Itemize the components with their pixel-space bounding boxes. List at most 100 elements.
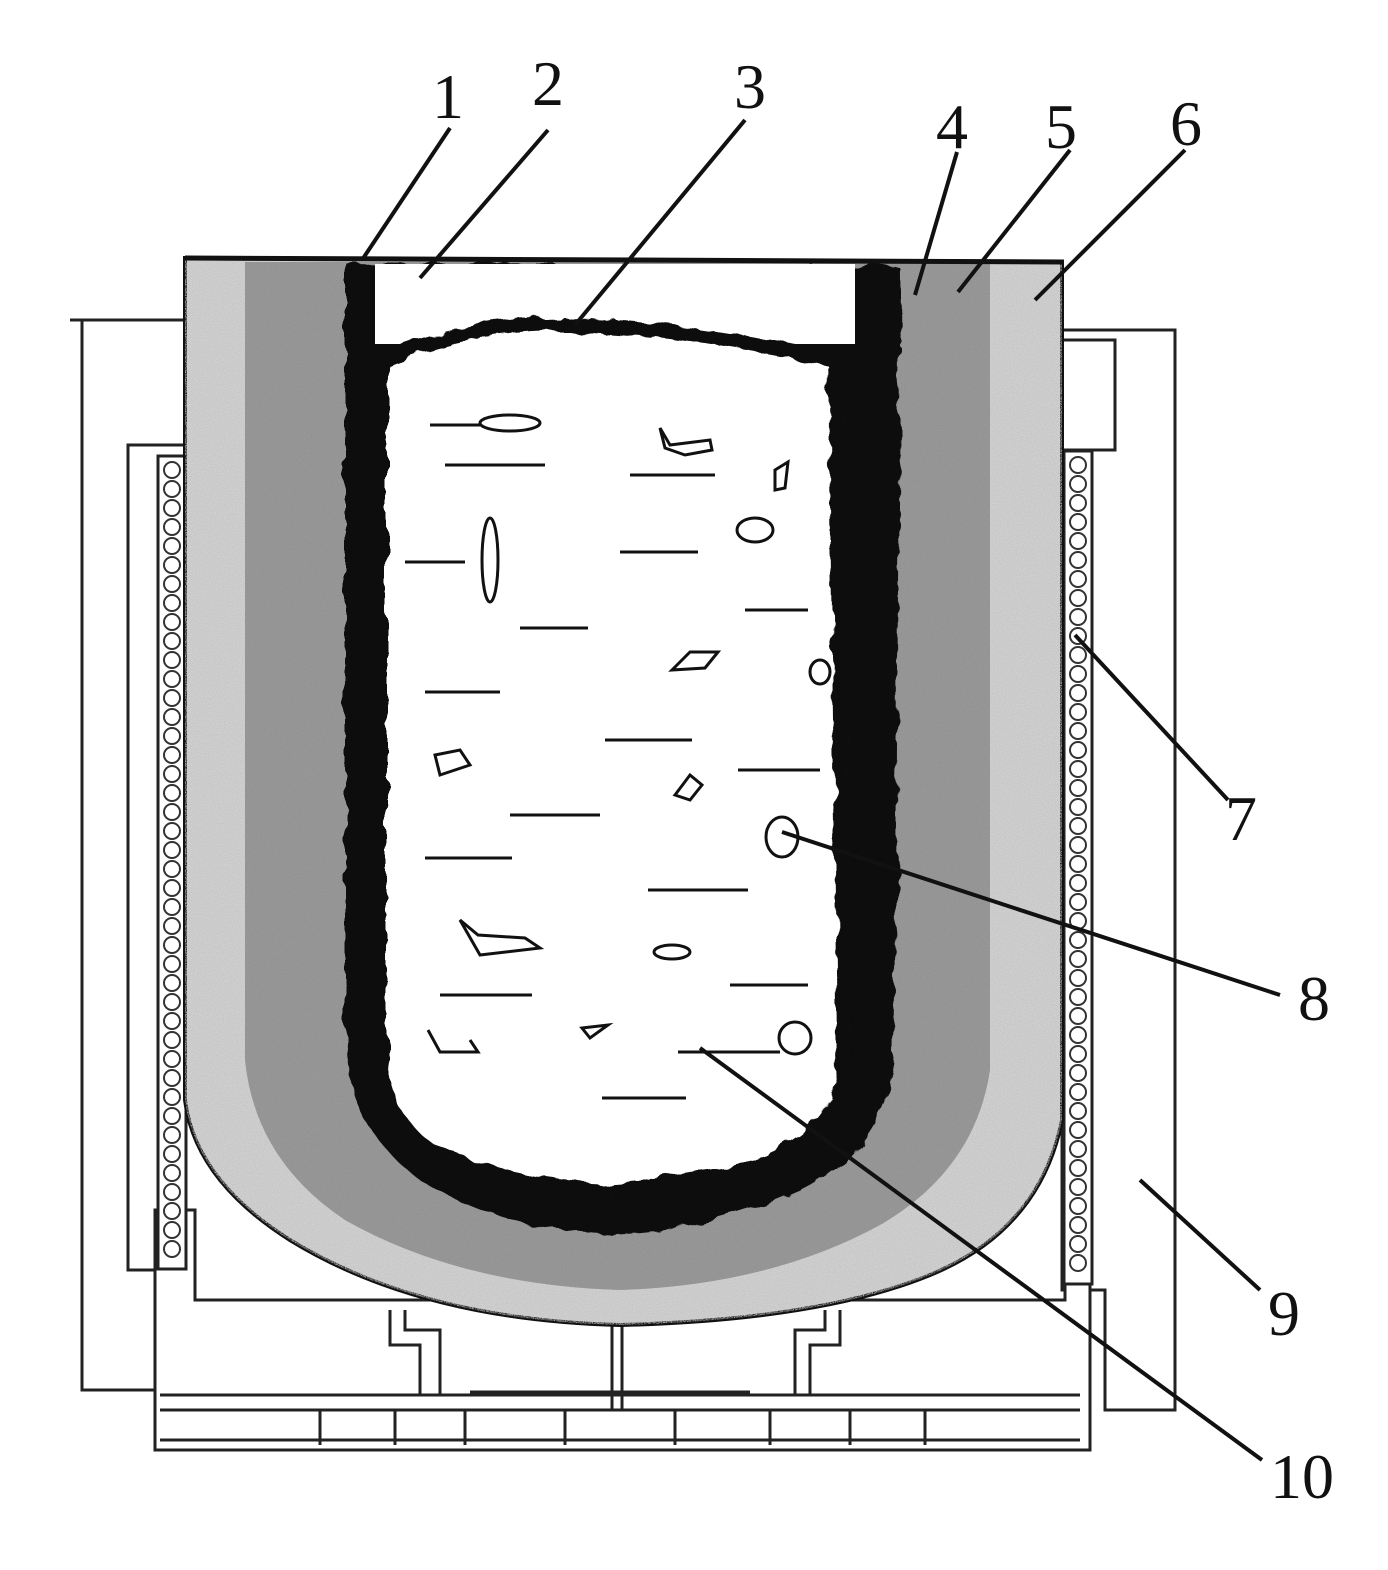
coil-turn — [163, 461, 181, 479]
coil-turn — [163, 1183, 181, 1201]
coil-turn — [1069, 570, 1087, 588]
coil-turn — [1069, 988, 1087, 1006]
coil-turn — [1069, 1254, 1087, 1272]
coil-turn — [163, 1221, 181, 1239]
coil-turn — [163, 1031, 181, 1049]
coil-turn — [163, 822, 181, 840]
coil-turn — [163, 556, 181, 574]
coil-turn — [163, 879, 181, 897]
coil-turn — [163, 1012, 181, 1030]
coil-turn — [1069, 665, 1087, 683]
coil-turn — [1069, 969, 1087, 987]
coil-turn — [163, 575, 181, 593]
coil-turn — [163, 746, 181, 764]
callout-2: 2 — [532, 48, 564, 119]
leader-10 — [698, 1046, 1264, 1462]
callout-8: 8 — [1298, 963, 1330, 1034]
coil-turn — [163, 1164, 181, 1182]
coil-turn — [163, 917, 181, 935]
coil-turn — [163, 727, 181, 745]
coil-turn — [1069, 1178, 1087, 1196]
leader-3 — [573, 118, 747, 327]
coil-turn — [163, 841, 181, 859]
leader-7 — [1073, 633, 1230, 802]
leader-4 — [913, 151, 959, 296]
leader-2 — [418, 128, 550, 280]
induction-coil-left — [156, 454, 188, 1271]
coil-turn — [1069, 589, 1087, 607]
coil-turn — [163, 898, 181, 916]
coil-turn — [1069, 1102, 1087, 1120]
coil-turn — [163, 1240, 181, 1258]
coil-turn — [163, 1088, 181, 1106]
coil-turn — [163, 765, 181, 783]
coil-turn — [1069, 1235, 1087, 1253]
coil-turn — [163, 993, 181, 1011]
coil-turn — [1069, 1045, 1087, 1063]
callout-labels: 1 2 3 4 5 6 7 8 9 10 — [432, 48, 1334, 1512]
coil-turn — [1069, 817, 1087, 835]
coil-turn — [163, 803, 181, 821]
leader-6 — [1033, 148, 1187, 302]
coil-turn — [163, 499, 181, 517]
coil-turn — [1069, 836, 1087, 854]
melt-region — [373, 317, 853, 1198]
coil-turn — [1069, 855, 1087, 873]
coil-turn — [163, 1107, 181, 1125]
coil-turn — [1069, 1140, 1087, 1158]
coil-turn — [163, 1126, 181, 1144]
coil-turn — [163, 784, 181, 802]
coil-turn — [1069, 1026, 1087, 1044]
coil-turn — [1069, 646, 1087, 664]
callout-5: 5 — [1045, 91, 1077, 162]
coil-turn — [163, 1050, 181, 1068]
coil-turn — [1069, 513, 1087, 531]
coil-turn — [1069, 1007, 1087, 1025]
coil-turn — [1069, 1064, 1087, 1082]
coil-turn — [163, 1069, 181, 1087]
coil-turn — [1069, 1197, 1087, 1215]
coil-turn — [163, 1202, 181, 1220]
coil-turn — [1069, 1216, 1087, 1234]
coil-turn — [1069, 475, 1087, 493]
leader-8 — [781, 830, 1281, 997]
coil-turn — [163, 1145, 181, 1163]
induction-coil-right — [1062, 449, 1094, 1286]
coil-turn — [1069, 1159, 1087, 1177]
coil-turn — [163, 594, 181, 612]
coil-turn — [163, 860, 181, 878]
crucible-rim — [184, 255, 1065, 265]
coil-turn — [1069, 703, 1087, 721]
coil-turn — [163, 537, 181, 555]
coil-turn — [163, 974, 181, 992]
callout-1: 1 — [432, 61, 464, 132]
base-ribs — [318, 1410, 927, 1445]
callout-4: 4 — [936, 91, 968, 162]
callout-3: 3 — [734, 51, 766, 122]
leader-5 — [956, 148, 1072, 294]
leader-lines — [360, 118, 1281, 1462]
coil-turn — [1069, 722, 1087, 740]
coil-turn — [1069, 741, 1087, 759]
coil-turn — [1069, 494, 1087, 512]
coil-turn — [1069, 684, 1087, 702]
coil-turn — [163, 670, 181, 688]
callout-9: 9 — [1268, 1278, 1300, 1349]
leader-9 — [1138, 1178, 1262, 1292]
callout-7: 7 — [1225, 783, 1257, 854]
coil-turn — [163, 632, 181, 650]
coil-turn — [1069, 874, 1087, 892]
coil-turn — [1069, 950, 1087, 968]
callout-10: 10 — [1270, 1441, 1334, 1512]
coil-turn — [163, 689, 181, 707]
coil-turn — [163, 708, 181, 726]
coil-turn — [1069, 532, 1087, 550]
coil-turn — [1069, 1083, 1087, 1101]
coil-turn — [1069, 779, 1087, 797]
coil-turn — [1069, 1121, 1087, 1139]
callout-6: 6 — [1170, 88, 1202, 159]
coil-turn — [163, 518, 181, 536]
coil-turn — [163, 936, 181, 954]
coil-turn — [163, 613, 181, 631]
